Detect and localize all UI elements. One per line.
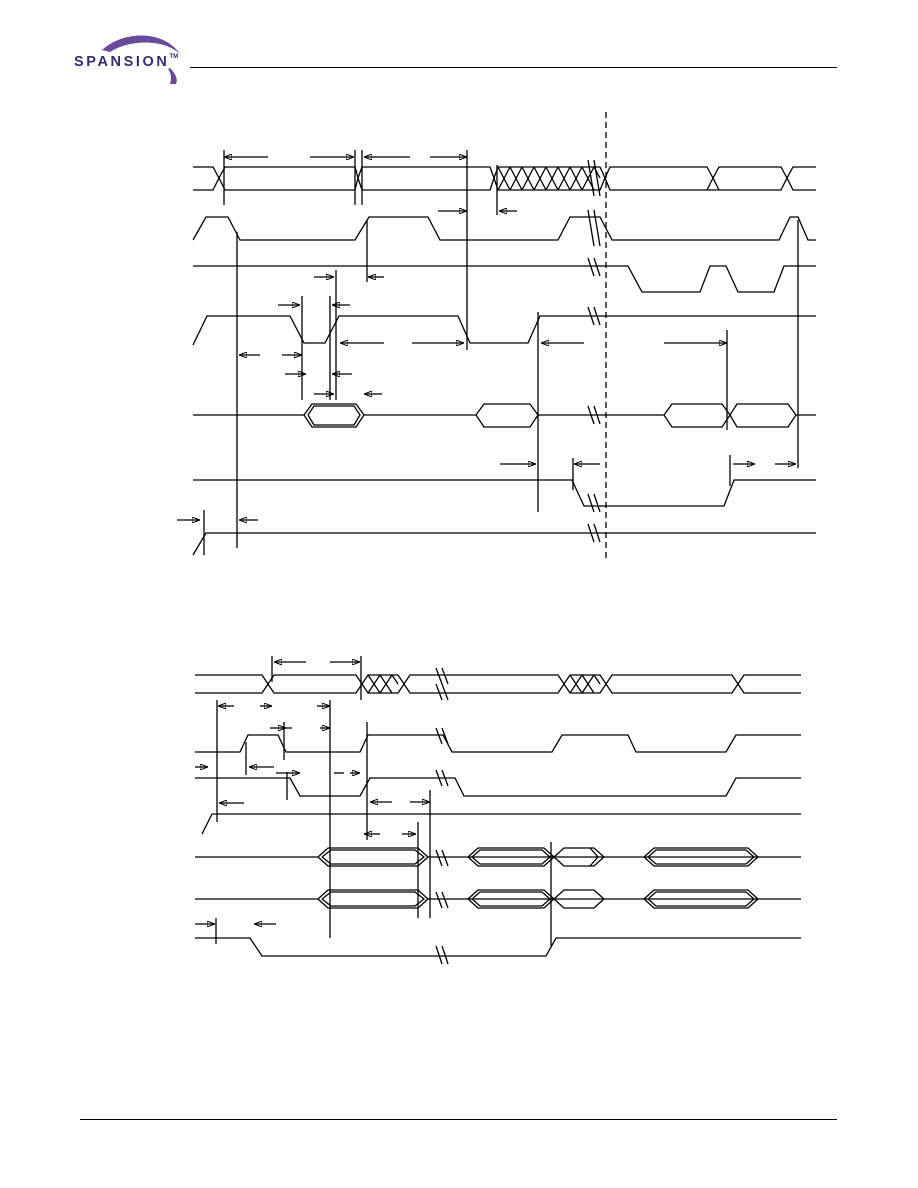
upper-output-enable — [192, 296, 816, 512]
lower-address-bus — [195, 656, 801, 938]
logo-swoosh-icon — [102, 35, 180, 84]
upper-timing-diagram — [177, 112, 816, 562]
logo-wordmark: SPANSIONTM — [74, 54, 178, 70]
brand-name: SPANSION — [74, 54, 170, 70]
lower-ready-busy — [195, 918, 801, 965]
header-rule — [190, 67, 837, 68]
upper-address-bus — [193, 150, 816, 350]
upper-control-strobe — [192, 210, 816, 548]
upper-data-bus — [193, 403, 816, 428]
upper-write-enable — [193, 257, 816, 400]
footer-rule — [80, 1119, 837, 1120]
upper-power-reset — [177, 510, 816, 556]
spansion-logo: SPANSIONTM — [74, 28, 194, 86]
lower-write-enable — [201, 790, 801, 918]
lower-data-bus-a — [195, 822, 801, 946]
trademark-mark: TM — [169, 54, 179, 60]
lower-data-bus-b — [195, 889, 801, 909]
lower-timing-diagram — [195, 656, 801, 965]
lower-output-enable — [195, 769, 801, 802]
lower-chip-select — [195, 722, 801, 840]
upper-ready-busy — [193, 455, 816, 513]
